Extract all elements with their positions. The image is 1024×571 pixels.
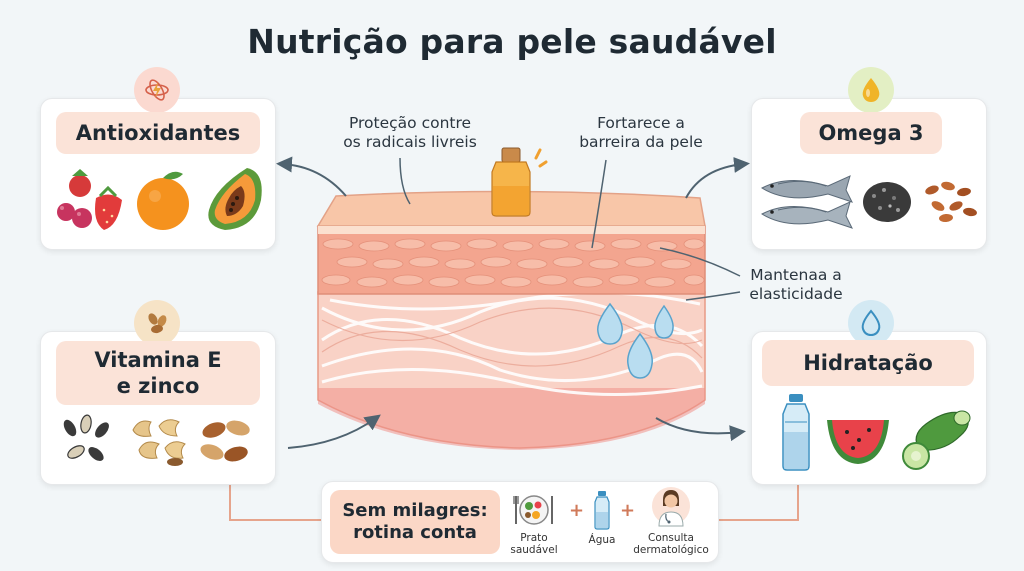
routine-motto: Sem milagres: rotina conta (330, 490, 500, 554)
elasticity-annotation-line2: elasticidade (749, 284, 843, 303)
papaya-illustration (208, 168, 262, 230)
fish-illustration (760, 175, 853, 229)
elasticity-annotation-line1: Mantenaa a (750, 266, 842, 284)
hydration-label: Hidratação (762, 340, 974, 386)
watermelon-illustration (827, 420, 889, 464)
cucumber-illustration (902, 410, 971, 470)
lightning-atom-icon (134, 67, 180, 113)
oil-drop-icon (848, 67, 894, 113)
elasticity-annotation: Mantenaa a elasticidade (738, 266, 854, 303)
antioxidants-label: Antioxidantes (56, 112, 260, 154)
routine-card: Sem milagres: rotina conta Prato saudáve… (321, 481, 719, 563)
orange-illustration (137, 171, 189, 230)
water-drop-icon (848, 300, 894, 346)
protection-annotation-line2: os radicais livreis (343, 132, 477, 151)
plate-icon (513, 495, 553, 525)
barrier-annotation-line1: Fortarece a (597, 114, 685, 132)
water-label: Água (588, 534, 616, 546)
flax-seeds-illustration (925, 181, 977, 223)
vitamin-label-line2: e zinco (116, 374, 200, 398)
page-title: Nutrição para pele saudável (247, 22, 777, 61)
almonds-illustration (200, 420, 250, 462)
vitamin-label: Vitamina E e zinco (56, 341, 260, 405)
barrier-annotation-line2: barreira da pele (579, 132, 703, 151)
chia-seeds-illustration (863, 182, 911, 222)
consult-label-line2: dermatológico (633, 544, 709, 557)
berries-illustration (57, 169, 122, 230)
vitamin-label-line1: Vitamina E (94, 347, 222, 372)
plate-label-line2: saudável (510, 544, 558, 557)
sunflower-seeds-illustration (63, 414, 109, 461)
routine-motto-line1: Sem milagres: (342, 499, 488, 521)
protection-annotation-line1: Proteção contre (348, 114, 472, 132)
plus-separator-1: + (569, 500, 585, 521)
routine-motto-line2: rotina conta (353, 522, 477, 543)
cashews-illustration (132, 419, 186, 466)
water-bottle-illustration (782, 394, 810, 471)
consult-label-line1: Consulta (647, 532, 694, 544)
plus-separator-2: + (620, 500, 636, 521)
seeds-icon (134, 300, 180, 346)
consult-label: Consulta dermatológico (628, 532, 714, 556)
protection-annotation: Proteção contre os radicais livreis (332, 114, 488, 151)
plate-label: Prato saudável (504, 532, 564, 556)
plate-label-line1: Prato (520, 532, 548, 544)
omega-label: Omega 3 (800, 112, 942, 154)
barrier-annotation: Fortarece a barreira da pele (566, 114, 716, 151)
water-bottle-small-icon (594, 491, 610, 530)
dermatologist-icon (652, 487, 690, 527)
